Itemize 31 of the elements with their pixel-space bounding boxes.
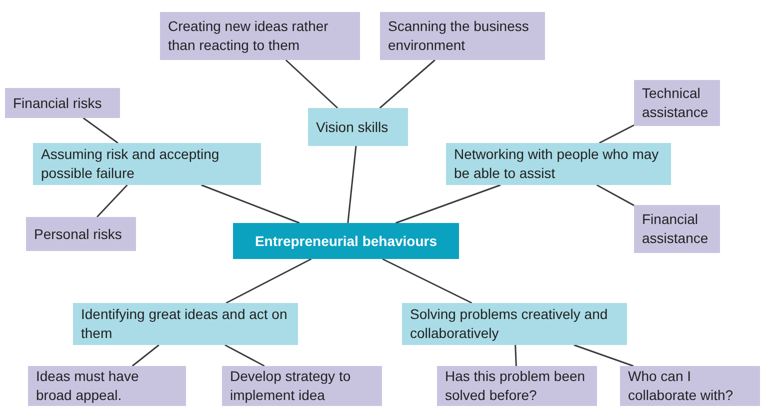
branch-box: Vision skills [308, 108, 408, 146]
connector-line [201, 184, 300, 224]
connector-line [132, 344, 160, 367]
connector-line [347, 146, 357, 224]
connector-line [574, 344, 634, 367]
leaf-box: Financial risks [5, 88, 120, 118]
connector-line [514, 344, 517, 366]
connector-line [382, 258, 472, 304]
connector-line [379, 59, 436, 109]
branch-box: Solving problems creatively and collaboratively [402, 303, 627, 345]
leaf-box: Scanning the business environment [380, 12, 545, 60]
leaf-box: Creating new ideas rather than reacting to them [160, 12, 360, 60]
leaf-box: Has this problem been solved before? [437, 366, 597, 406]
connector-line [224, 344, 265, 367]
connector-line [596, 184, 634, 206]
connector-line [82, 117, 118, 144]
connector-line [226, 258, 312, 304]
leaf-box: Ideas must have broad appeal. [28, 366, 186, 406]
leaf-box: Develop strategy to implement idea [222, 366, 382, 406]
leaf-box: Who can I collaborate with? [620, 366, 760, 406]
leaf-box: Financial assistance [634, 205, 720, 253]
connector-line [598, 124, 634, 144]
leaf-box: Technical assistance [634, 80, 720, 126]
connector-line [395, 184, 501, 224]
branch-box: Assuming risk and accepting possible failure [33, 143, 261, 185]
branch-box: Networking with people who may be able to assist [446, 143, 671, 185]
leaf-box: Personal risks [26, 217, 136, 251]
connector-line [96, 184, 128, 218]
connector-line [285, 59, 338, 109]
central-box: Entrepreneurial behaviours [233, 223, 459, 259]
branch-box: Identifying great ideas and act on them [73, 303, 298, 345]
